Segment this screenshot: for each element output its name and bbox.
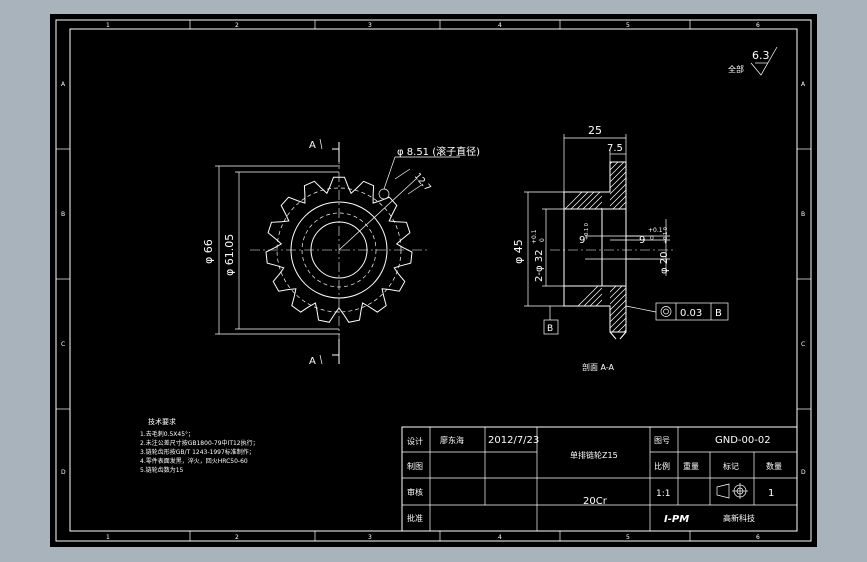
dim-keyway: 9 +0.1 0 [610, 227, 670, 246]
zone-row-d-right: D [801, 469, 806, 476]
dim-pitch-diameter: φ 61.05 [223, 171, 339, 330]
tech-note-4: 4.零件表面发黑，淬火，回火HRC50-60 [140, 457, 248, 465]
qty-value: 1 [768, 488, 774, 499]
part-name: 单排链轮Z15 [570, 450, 618, 460]
dim-length: 25 [563, 124, 627, 192]
roughness-symbol: 6.3 全部 [728, 46, 778, 76]
dim-pitch-text: φ 61.05 [223, 234, 236, 276]
dim-bore2-text: 2-φ 32 [534, 250, 545, 282]
company-logo: I-PM [664, 514, 689, 525]
datum-b: B [543, 306, 559, 335]
label-review: 审核 [407, 487, 423, 497]
zone-ticks [56, 20, 811, 541]
zone-col-3-top: 3 [368, 22, 372, 29]
dim-groove: 9 +0.1 0 [579, 223, 590, 246]
dim-hub-text: 7.5 [607, 143, 623, 154]
cad-viewport[interactable]: 1 2 3 4 5 6 1 2 3 4 5 6 A B C D A B C D … [50, 14, 817, 547]
label-scale: 比例 [654, 461, 670, 471]
dim-roller-diameter: φ 8.51 (滚子直径) [383, 145, 480, 190]
dim-hub-width: 7.5 [607, 143, 626, 162]
zone-row-c-right: C [801, 341, 805, 348]
section-caption: 剖面 A-A [582, 362, 615, 372]
label-weight: 重量 [683, 461, 699, 471]
dim-dia-text: φ 45 [512, 239, 525, 264]
dim-outer-diameter: φ 66 [202, 165, 340, 335]
label-qty: 数量 [766, 461, 782, 471]
zone-row-b-left: B [61, 211, 65, 218]
roller-circle [378, 188, 390, 200]
dim-bore2-tol-upper: +0.1 [531, 229, 538, 244]
dim-diameter-45: φ 45 [512, 191, 564, 307]
roughness-value: 6.3 [752, 49, 770, 62]
scale-value: 1:1 [656, 489, 670, 499]
zone-col-4-top: 4 [498, 22, 502, 29]
label-approve: 批准 [407, 513, 423, 523]
dim-hole-tol: +0.1 0 [663, 227, 669, 244]
section-label-bottom: A [309, 356, 316, 367]
zone-col-5-bottom: 5 [626, 534, 630, 541]
dim-hole-text: φ 20 [659, 252, 670, 275]
dim-roller-text: φ 8.51 (滚子直径) [397, 145, 480, 158]
dim-hole-20: φ 20 +0.1 0 [626, 219, 670, 276]
zone-row-c-left: C [61, 341, 65, 348]
label-draw: 制图 [407, 461, 423, 471]
design-date: 2012/7/23 [488, 435, 539, 446]
tech-note-1: 1.去毛刺0.5X45°； [140, 430, 194, 438]
outer-frame [55, 19, 812, 542]
designer-name: 廖东海 [440, 435, 464, 445]
projection-symbol-icon [716, 483, 748, 499]
drawing-number: GND-00-02 [715, 435, 771, 446]
zone-row-d-left: D [61, 469, 66, 476]
zone-row-a-right: A [801, 81, 806, 88]
sprocket-front-view [250, 154, 430, 349]
dim-outer-text: φ 66 [202, 239, 215, 264]
zone-col-1-top: 1 [106, 22, 110, 29]
company-name: 高新科技 [723, 513, 755, 523]
dim-groove-tol: +0.1 0 [584, 223, 590, 240]
dim-tooth-text: 12.7 [412, 172, 433, 194]
tech-note-5: 5.链轮齿数为15 [140, 466, 184, 474]
tech-note-3: 3.链轮齿形按GB/T 1243-1997标准制作； [140, 448, 255, 456]
zone-col-4-bottom: 4 [498, 534, 502, 541]
tech-notes-title: 技术要求 [148, 417, 176, 426]
zone-col-6-top: 6 [756, 22, 760, 29]
title-block: 设计 廖东海 2012/7/23 单排链轮Z15 图号 GND-00-02 制图… [401, 426, 798, 532]
tech-notes: 技术要求 1.去毛刺0.5X45°； 2.未注公差尺寸按GB1800-79中IT… [140, 417, 259, 474]
dim-bore-32: 2-φ 32 +0.1 0 [531, 208, 564, 287]
section-label-top: A [309, 140, 316, 151]
zone-col-6-bottom: 6 [756, 534, 760, 541]
dim-keyway-tol-upper: +0.1 [648, 227, 663, 234]
sprocket-teeth-outline [265, 176, 413, 323]
zone-col-5-top: 5 [626, 22, 630, 29]
gdt-frame: 0.03 B [625, 302, 729, 321]
zone-col-2-bottom: 2 [235, 534, 239, 541]
dim-bore2-tol-lower: 0 [539, 238, 546, 242]
tech-note-2: 2.未注公差尺寸按GB1800-79中IT12执行； [140, 439, 259, 447]
dim-keyway-text: 9 [639, 235, 645, 246]
section-cut-bottom: A [309, 339, 340, 367]
roller-radius-line [338, 178, 417, 251]
drawing-canvas: 1 2 3 4 5 6 1 2 3 4 5 6 A B C D A B C D … [55, 19, 812, 542]
zone-col-1-bottom: 1 [106, 534, 110, 541]
label-drawing-no: 图号 [654, 436, 670, 445]
label-mark: 标记 [723, 461, 739, 471]
gdt-value: 0.03 [680, 308, 702, 319]
zone-col-2-top: 2 [235, 22, 239, 29]
section-cut-top: A [309, 138, 340, 162]
zone-row-a-left: A [61, 81, 66, 88]
gdt-datum: B [715, 308, 722, 319]
datum-letter: B [547, 324, 553, 334]
zone-col-3-bottom: 3 [368, 534, 372, 541]
dim-groove-text: 9 [579, 235, 585, 246]
roughness-label: 全部 [728, 64, 744, 74]
label-design: 设计 [407, 436, 423, 446]
material: 20Cr [583, 496, 608, 507]
zone-row-b-right: B [801, 211, 805, 218]
dim-keyway-tol-lower: 0 [650, 235, 654, 242]
dim-length-text: 25 [588, 124, 602, 137]
